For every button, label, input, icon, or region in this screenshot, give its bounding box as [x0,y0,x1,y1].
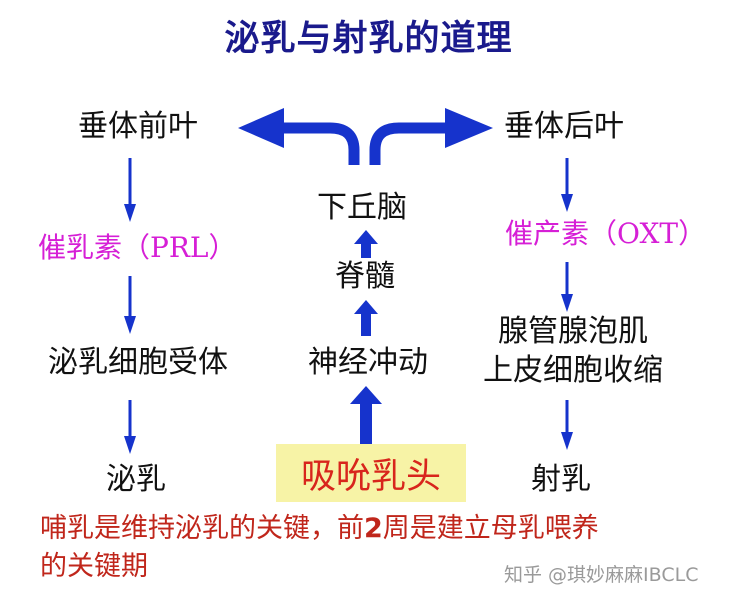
curved-arrow-to-posterior-pituitary [369,108,493,165]
arrow-up-nerve-to-spinal-cord [354,300,378,336]
key-note-line2: 的关键期 [40,551,148,582]
node-contraction-line1: 腺管腺泡肌 [498,314,648,349]
arrow-down-left-2 [124,276,136,334]
node-spinal-cord: 脊髓 [335,259,395,294]
arrow-down-right-2 [561,262,573,312]
node-hypothalamus: 下丘脑 [317,190,407,225]
watermark: 知乎 @琪妙麻麻IBCLC [504,564,699,586]
node-suckling: 吸吮乳头 [300,456,441,497]
node-oxytocin: 催产素（OXT） [505,217,707,250]
key-note-line1: 哺乳是维持泌乳的关键，前2周是建立母乳喂养 [40,515,599,542]
node-anterior-pituitary: 垂体前叶 [78,109,198,144]
key-note-text-a: 哺乳是维持泌乳的关键，前 [40,513,364,544]
arrow-up-suckling-to-nerve [350,386,382,444]
node-prolactin: 催乳素（PRL） [38,231,237,264]
node-contraction-line2: 上皮细胞收缩 [483,353,663,388]
page-title: 泌乳与射乳的道理 [224,19,513,59]
node-nerve-impulse: 神经冲动 [308,345,428,380]
arrow-down-right-1 [561,158,573,212]
arrow-down-left-3 [124,400,136,454]
node-lactation-receptor: 泌乳细胞受体 [48,345,228,380]
arrow-down-right-3 [561,400,573,450]
key-note-text-b: 周是建立母乳喂养 [382,513,599,544]
node-suckling-highlight: 吸吮乳头 [276,444,466,502]
key-note-weeks: 2 [364,513,383,544]
node-posterior-pituitary: 垂体后叶 [504,109,624,144]
arrow-up-spinal-cord-to-hypothalamus [354,230,378,258]
arrow-down-left-1 [124,158,136,222]
curved-arrow-to-anterior-pituitary [238,108,360,165]
node-lactation: 泌乳 [106,462,166,497]
node-milk-ejection: 射乳 [531,462,591,497]
